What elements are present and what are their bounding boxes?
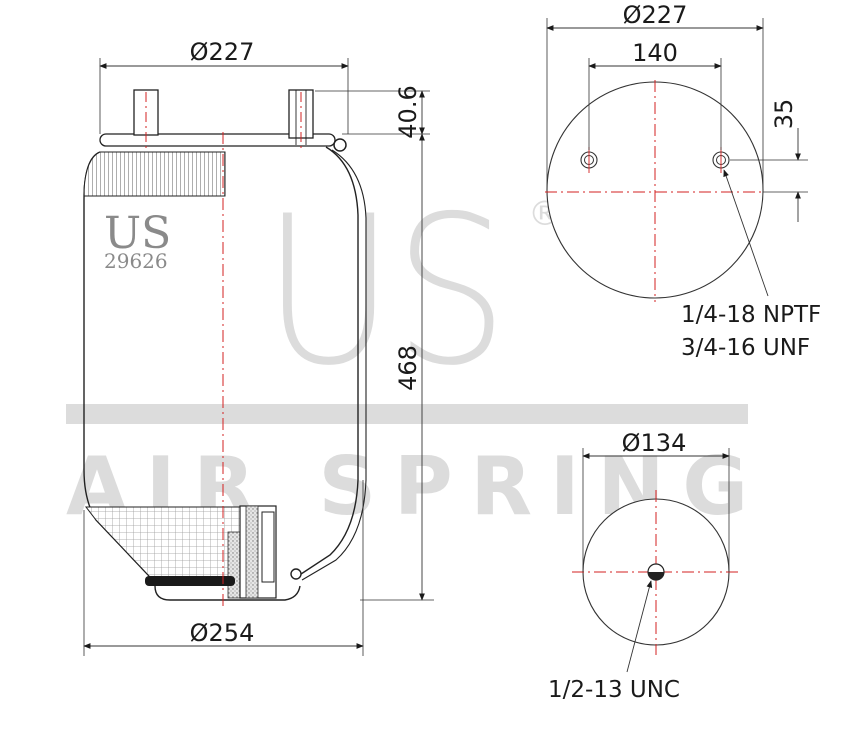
bolt-thread-callout: 1/2-13 UNC xyxy=(548,677,680,703)
dim-stud-height-label: 40.6 xyxy=(394,85,422,138)
top-view: Ø227 140 35 1/4-18 NPTF 3/4-16 UNF xyxy=(545,1,821,361)
dim-piston-diameter: Ø134 xyxy=(582,429,730,572)
top-plate xyxy=(99,133,336,147)
part-number: 29626 xyxy=(104,249,168,273)
thread-callout-1: 1/4-18 NPTF xyxy=(681,302,821,328)
dim-stud-spacing: 140 xyxy=(588,39,722,150)
bottom-view: Ø134 1/2-13 UNC xyxy=(548,429,742,703)
brand-logo: US xyxy=(104,208,171,259)
bottom-band-grid xyxy=(84,506,241,578)
piston-section xyxy=(145,505,302,601)
dim-top-diameter-label: Ø227 xyxy=(190,38,255,66)
dim-bottom-diameter: Ø254 xyxy=(83,480,364,656)
dim-plate-diameter: Ø227 xyxy=(546,1,764,190)
dim-stud-height: 40.6 xyxy=(315,85,430,139)
crimp-ring xyxy=(333,138,347,152)
top-band-hatch xyxy=(83,151,226,197)
stud-hole-right xyxy=(712,147,730,173)
dim-overall-height: 468 xyxy=(360,133,434,601)
bellows-inner-wall xyxy=(301,149,367,581)
stud-hole-left xyxy=(580,147,598,173)
watermark-letters: US xyxy=(263,173,508,411)
dim-plate-diameter-label: Ø227 xyxy=(623,1,688,29)
dim-overall-height-label: 468 xyxy=(394,345,422,391)
watermark-bar xyxy=(66,404,748,424)
thread-callout-2: 3/4-16 UNF xyxy=(681,335,810,361)
dim-stud-offset-label: 35 xyxy=(770,99,798,130)
dim-top-diameter: Ø227 xyxy=(99,38,349,134)
dim-stud-spacing-label: 140 xyxy=(632,39,678,67)
dim-piston-diameter-label: Ø134 xyxy=(622,429,687,457)
center-bolt-hole xyxy=(647,563,665,581)
side-view: US 29626 Ø227 40.6 468 Ø254 xyxy=(83,38,434,656)
dim-stud-offset: 35 xyxy=(730,99,808,222)
thread-leader-line xyxy=(723,169,769,297)
bolt-leader-line xyxy=(626,580,653,673)
dim-bottom-diameter-label: Ø254 xyxy=(190,619,255,647)
